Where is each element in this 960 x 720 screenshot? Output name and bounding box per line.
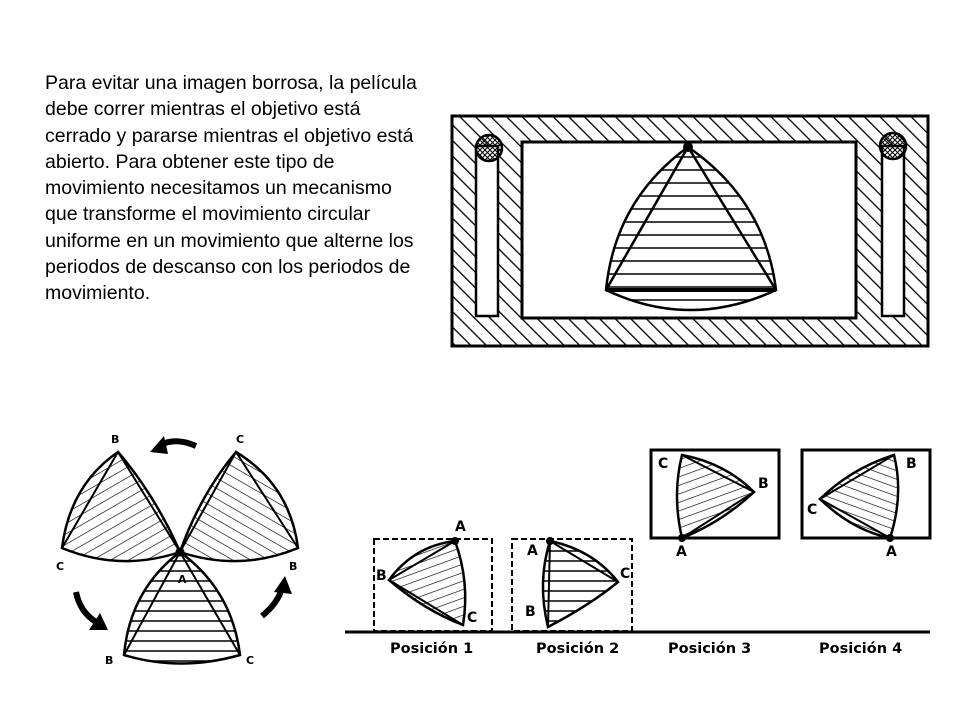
pos2-label-c: C [620, 566, 630, 582]
pos3-label-b: B [758, 476, 769, 492]
pos2-caption: Posición 2 [536, 641, 619, 657]
pos1-label-b: B [376, 568, 387, 584]
pivot-dot [683, 142, 693, 152]
label-bottom-b: B [105, 654, 113, 667]
pos1-caption: Posición 1 [390, 641, 473, 657]
reuleaux-triangle [604, 145, 778, 312]
pos4-label-c: C [807, 502, 817, 518]
left-pin [474, 133, 504, 163]
triangle-pos2 [541, 539, 620, 629]
pos1-label-c: C [467, 610, 477, 626]
triangle-pos3 [675, 453, 756, 540]
triangle-pos1 [387, 539, 467, 627]
triangle-pos4 [818, 453, 900, 540]
position-3: C B A Posición 3 [649, 448, 781, 657]
label-top-c: C [236, 433, 244, 446]
label-bottom-c: C [246, 654, 254, 667]
triangle-bottom [122, 550, 242, 665]
maltese-frame-diagram [450, 114, 930, 348]
pos2-label-a: A [527, 543, 538, 559]
left-rod [474, 144, 500, 318]
position-4: B C A Posición 4 [800, 448, 932, 657]
right-rod [880, 144, 906, 318]
pos1-label-a: A [455, 519, 466, 535]
pos3-label-c: C [658, 456, 668, 472]
pos3-label-a: A [676, 544, 687, 560]
pos4-label-a: A [886, 544, 897, 560]
right-pin [878, 131, 908, 161]
label-center-a: A [178, 573, 187, 586]
label-right-b: B [289, 560, 297, 573]
position-1: A B C Posición 1 [373, 519, 493, 657]
description-paragraph: Para evitar una imagen borrosa, la pelíc… [45, 72, 417, 305]
label-top-b: B [111, 433, 119, 446]
triangle-left [60, 450, 182, 563]
center-pivot [175, 547, 185, 557]
pos4-caption: Posición 4 [819, 641, 902, 657]
position-2: A B C Posición 2 [511, 537, 633, 657]
pos4-label-b: B [906, 456, 917, 472]
rotation-diagram: B C C B A B C [56, 433, 300, 667]
pos3-caption: Posición 3 [668, 641, 751, 657]
label-left-c: C [56, 560, 64, 573]
pos2-label-b: B [525, 604, 536, 620]
triangle-right [178, 450, 300, 563]
arrow-left [73, 591, 98, 625]
